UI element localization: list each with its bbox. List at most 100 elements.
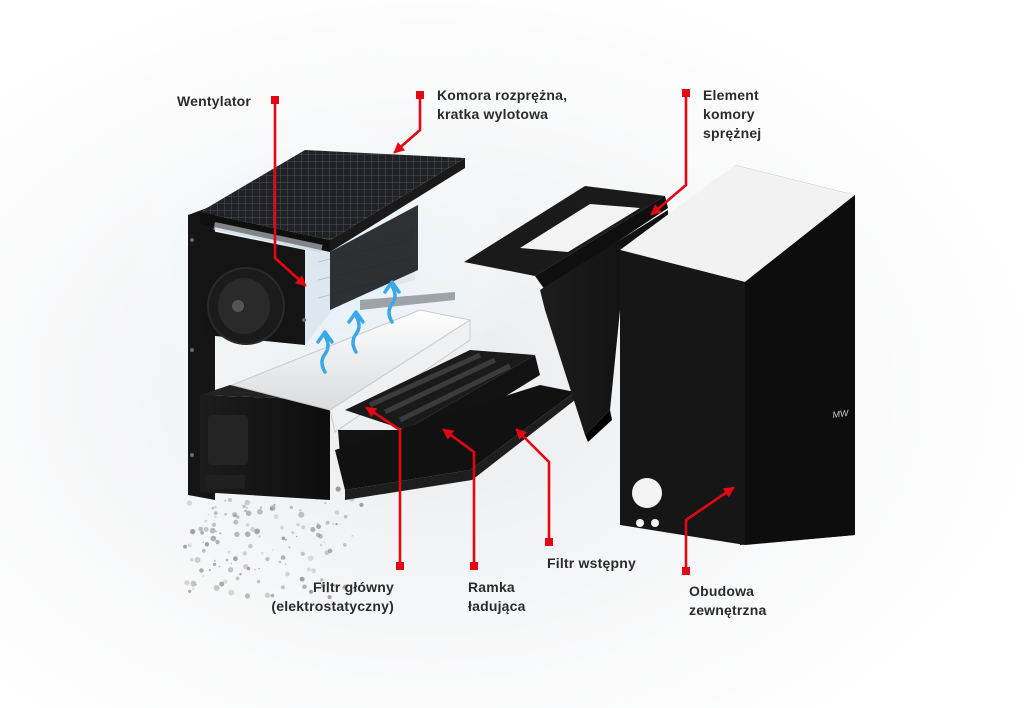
dust-particle xyxy=(203,527,209,532)
dust-particle xyxy=(215,539,220,545)
dust-particle xyxy=(343,514,348,519)
dust-particle xyxy=(284,563,287,565)
dust-particle xyxy=(184,580,190,586)
dust-particle xyxy=(188,589,192,593)
dust-particle xyxy=(195,584,197,586)
fan-assembly xyxy=(207,267,285,345)
dust-particle xyxy=(211,522,217,528)
dust-particle xyxy=(319,543,323,547)
dust-particle xyxy=(244,531,251,537)
dust-particle xyxy=(233,519,239,525)
dust-particle xyxy=(273,503,276,507)
dust-particle xyxy=(227,550,231,554)
dust-particle xyxy=(199,568,204,573)
dust-particle xyxy=(219,532,222,535)
airflow-arrows xyxy=(316,280,401,374)
dust-particle xyxy=(243,564,249,570)
marker-housing xyxy=(682,567,690,575)
dust-particle xyxy=(258,567,260,570)
dust-particle xyxy=(320,578,324,582)
dust-particle xyxy=(201,548,206,553)
airflow-arrow-3 xyxy=(383,280,401,324)
dust-particle xyxy=(214,515,217,518)
dust-particle xyxy=(212,562,217,567)
dust-particle xyxy=(244,509,247,513)
dust-particle xyxy=(213,559,216,562)
dust-particle xyxy=(351,535,354,537)
dust-particle xyxy=(307,555,314,561)
leader-housing xyxy=(684,486,735,570)
dust-particle xyxy=(183,544,187,549)
dust-particle xyxy=(235,576,240,581)
dust-particle xyxy=(281,536,286,541)
label-main-filter: Filtr główny (elektrostatyczny) xyxy=(271,579,394,614)
dust-particle xyxy=(230,562,233,565)
dust-particle xyxy=(327,548,333,554)
dust-particle xyxy=(323,541,326,543)
dust-particle xyxy=(326,590,329,593)
dust-particle xyxy=(288,546,291,549)
dust-particle xyxy=(245,523,250,527)
dust-particle xyxy=(210,535,217,542)
dust-particle xyxy=(299,576,305,582)
dust-particle xyxy=(289,505,293,510)
dust-particle xyxy=(232,512,238,518)
dust-particle xyxy=(213,511,218,515)
dust-particle xyxy=(343,543,347,547)
dust-particle xyxy=(219,581,225,587)
dust-particle xyxy=(218,565,221,568)
dust-particle xyxy=(316,524,321,529)
dust-particle xyxy=(298,511,305,518)
dust-particle xyxy=(316,532,321,538)
dust-particle xyxy=(273,514,279,519)
housing-port-large xyxy=(632,478,662,508)
dust-particle xyxy=(190,529,196,535)
dust-particle xyxy=(208,568,211,572)
dust-particle xyxy=(335,486,341,492)
dust-particle xyxy=(261,552,264,555)
label-housing: Obudowa zewnętrzna xyxy=(689,583,767,618)
dust-particle xyxy=(209,527,216,534)
dust-particle xyxy=(227,567,234,573)
dust-particle xyxy=(291,531,295,535)
marker-pre-filter xyxy=(545,538,553,546)
dust-particles xyxy=(183,486,366,600)
dust-particle xyxy=(284,538,287,541)
marker-main-filter xyxy=(396,562,404,570)
label-element: Element komory sprężnej xyxy=(703,87,762,141)
dust-particle xyxy=(242,504,246,509)
dust-particle xyxy=(265,557,270,562)
leader-pre-filter xyxy=(515,428,551,542)
dust-particle xyxy=(311,568,316,574)
dust-particle xyxy=(257,508,263,515)
dust-particle xyxy=(280,525,284,530)
outlet-grille xyxy=(200,150,465,240)
dust-particle xyxy=(259,506,263,509)
airflow-arrow-2 xyxy=(347,310,365,354)
dust-particle xyxy=(215,530,217,533)
dust-particle xyxy=(244,593,250,599)
dust-particle xyxy=(359,502,364,507)
dust-particle xyxy=(333,584,337,588)
dust-particle xyxy=(258,535,261,538)
dust-particle xyxy=(254,528,260,535)
dust-particle xyxy=(306,567,311,572)
dust-particle xyxy=(244,499,251,506)
marker-frame xyxy=(470,562,478,570)
dust-particle xyxy=(270,593,275,598)
housing-port-small-1 xyxy=(636,519,644,527)
dust-particle xyxy=(202,541,204,544)
dust-particle xyxy=(214,505,217,509)
leader-chamber xyxy=(393,96,422,154)
airflow-arrow-1 xyxy=(316,330,334,374)
dust-particle xyxy=(242,551,247,556)
dust-particle xyxy=(310,527,316,532)
leader-fan xyxy=(273,101,307,287)
label-pre-filter: Filtr wstępny xyxy=(547,555,636,571)
dust-particle xyxy=(300,551,305,557)
dust-particle xyxy=(278,560,282,564)
leader-main-filter xyxy=(365,406,402,566)
dust-particle xyxy=(269,507,273,511)
dust-particle xyxy=(228,589,235,596)
